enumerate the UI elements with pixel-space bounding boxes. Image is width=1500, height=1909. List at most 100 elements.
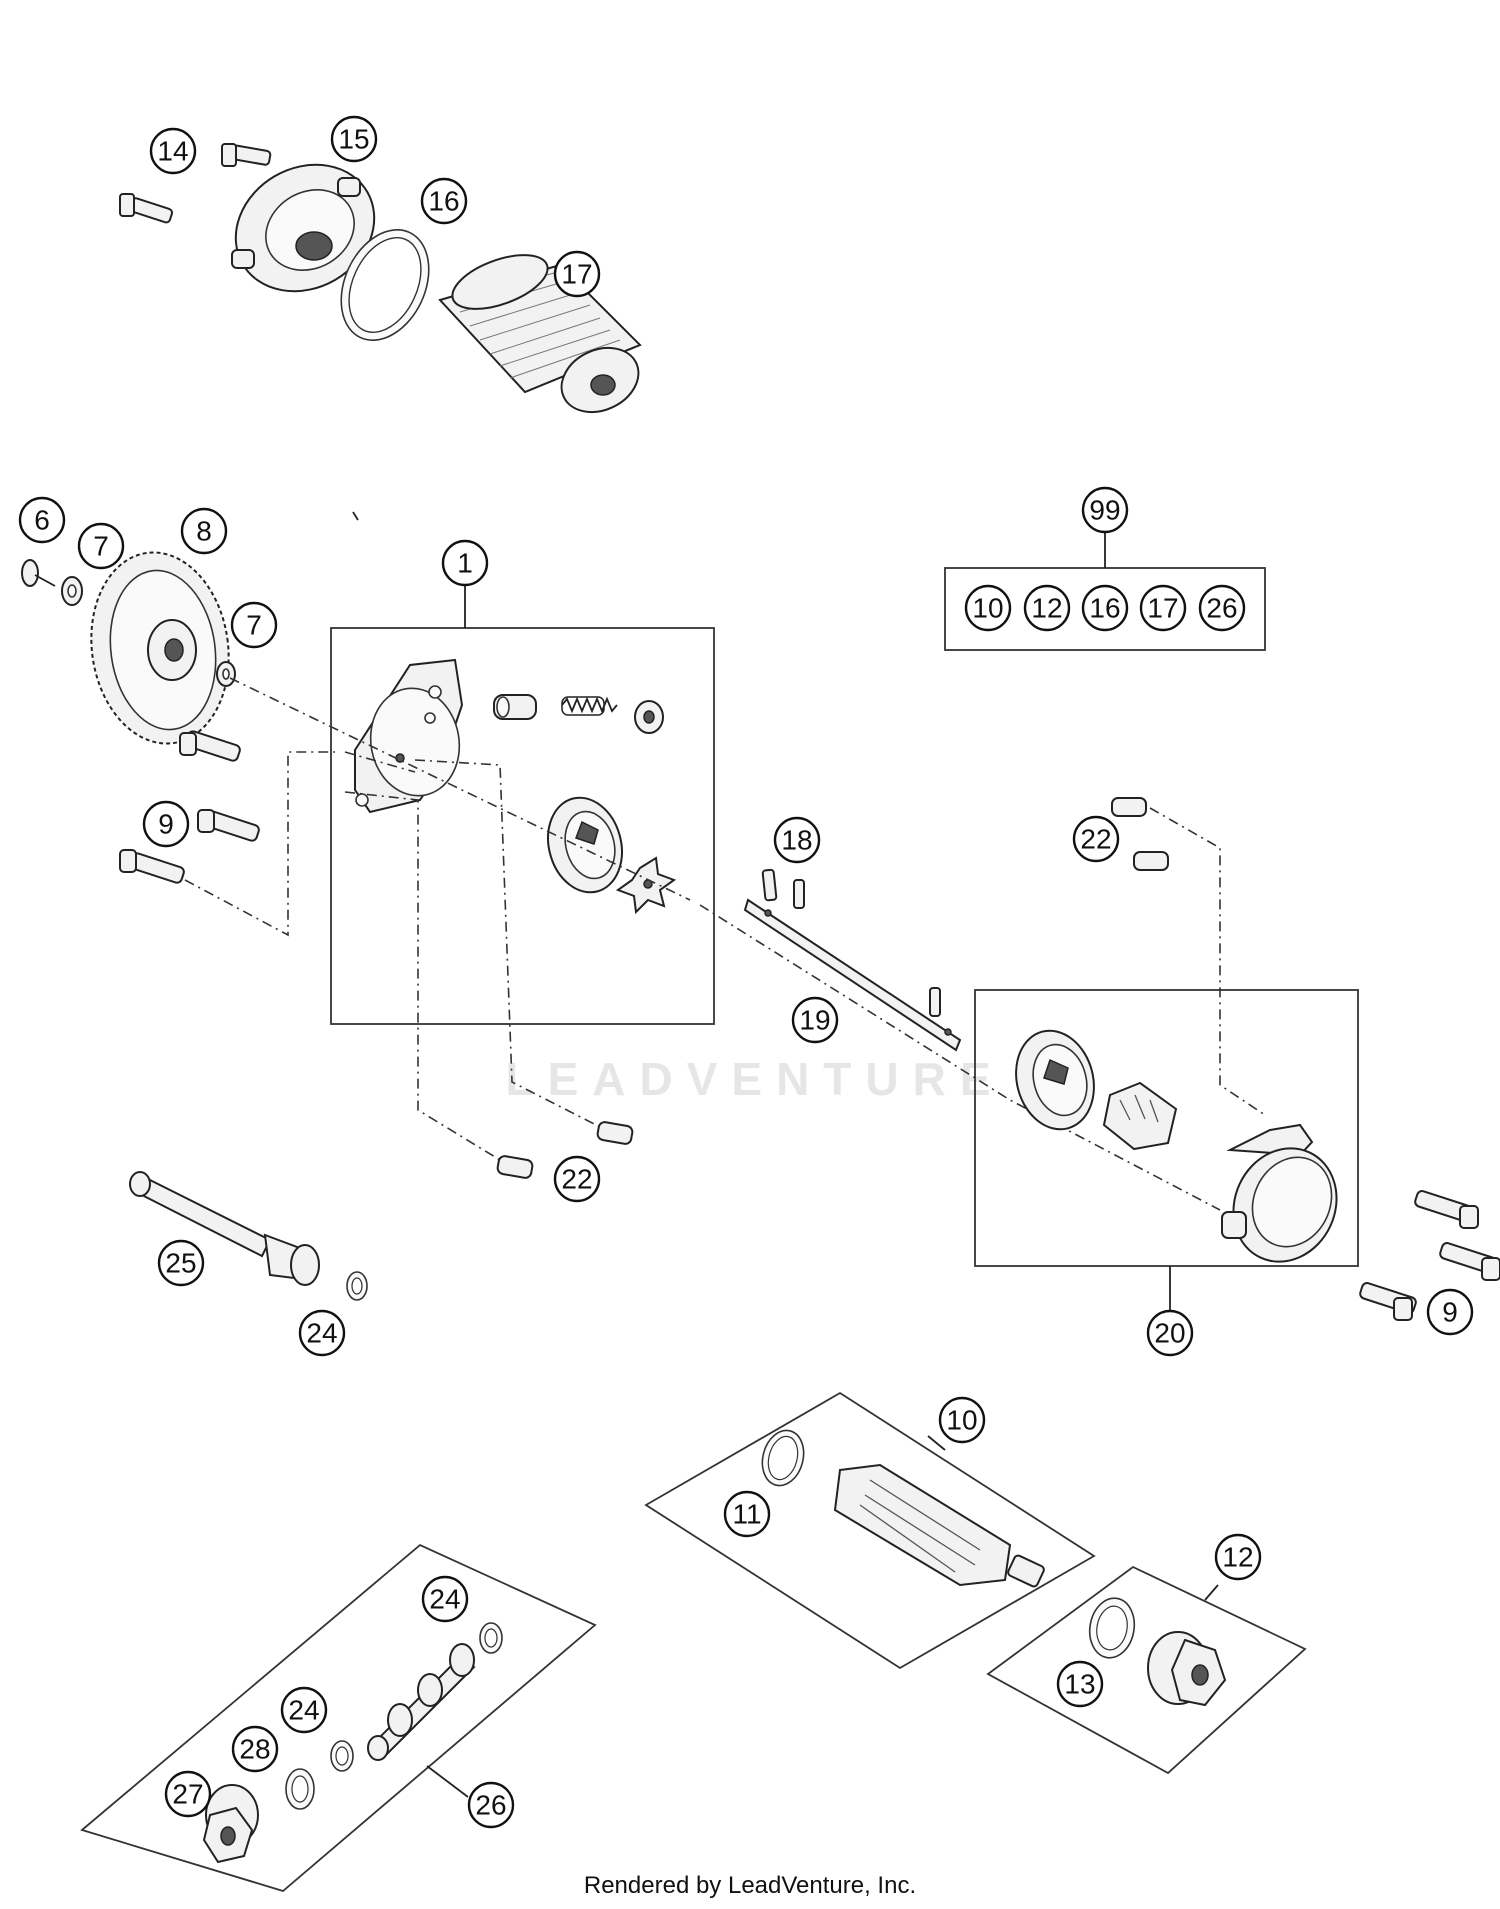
- screw-plug-27: [202, 1784, 259, 1864]
- inner-rotor-lower: [1102, 1081, 1178, 1151]
- svg-text:18: 18: [781, 825, 812, 856]
- callout-18: 18: [773, 816, 821, 864]
- svg-text:22: 22: [1080, 824, 1111, 855]
- assembly-box-20: [974, 989, 1359, 1267]
- svg-text:17: 17: [1147, 593, 1178, 624]
- o-ring-11: [761, 1429, 805, 1487]
- bolts-9-left: [119, 730, 260, 884]
- outer-rotor-lower: [1015, 1029, 1095, 1131]
- dowel-22-c: [596, 1121, 634, 1145]
- svg-text:12: 12: [1222, 1542, 1253, 1573]
- pin-loose: [929, 987, 941, 1017]
- pump-shaft-19: [743, 898, 962, 1052]
- gear-8: [90, 551, 230, 745]
- svg-text:20: 20: [1154, 1318, 1185, 1349]
- callout-28: 28: [231, 1725, 279, 1773]
- bolts-9-right: [1359, 1190, 1500, 1321]
- callout-22-upper-right: 22: [1072, 815, 1120, 863]
- watermark-text: LEADVENTURE: [505, 1053, 1005, 1105]
- callout-16: 16: [420, 177, 468, 225]
- washer-7-left: [61, 576, 83, 606]
- svg-text:13: 13: [1064, 1669, 1095, 1700]
- callout-22-lower: 22: [553, 1155, 601, 1203]
- kit-box-10: [644, 1391, 1096, 1670]
- svg-text:8: 8: [196, 516, 212, 547]
- kit-99-item-12: 12: [1023, 584, 1071, 632]
- svg-text:11: 11: [732, 1499, 761, 1530]
- o-ring-13: [1088, 1597, 1136, 1659]
- pin-18-a: [761, 868, 778, 902]
- callout-11: 11: [723, 1490, 771, 1538]
- svg-text:26: 26: [475, 1790, 506, 1821]
- callout-7-right: 7: [230, 601, 278, 649]
- kit-99-item-26: 26: [1198, 584, 1246, 632]
- svg-text:7: 7: [93, 531, 109, 562]
- svg-text:12: 12: [1031, 593, 1062, 624]
- svg-text:24: 24: [429, 1584, 460, 1615]
- assembly-box-1: [330, 627, 715, 1025]
- bolt-14-lower: [119, 193, 174, 224]
- o-ring-16: [340, 228, 430, 342]
- svg-text:7: 7: [246, 610, 262, 641]
- o-ring-24-kit-upper: [479, 1622, 503, 1654]
- callout-7-left: 7: [77, 522, 125, 570]
- callout-20: 20: [1146, 1309, 1194, 1357]
- svg-text:27: 27: [172, 1779, 203, 1810]
- kit-99-item-10: 10: [964, 584, 1012, 632]
- valve-insert-10: [833, 1463, 1045, 1588]
- dowel-22-d: [496, 1155, 534, 1179]
- callout-1: 1: [441, 539, 489, 587]
- inner-rotor-upper: [615, 856, 677, 915]
- washer-7-right: [216, 661, 236, 687]
- dowel-22-b: [1133, 851, 1169, 871]
- svg-text:19: 19: [799, 1005, 830, 1036]
- svg-text:16: 16: [1089, 593, 1120, 624]
- callout-13: 13: [1056, 1660, 1104, 1708]
- svg-text:10: 10: [972, 593, 1003, 624]
- kit-99-item-16: 16: [1081, 584, 1129, 632]
- callout-8: 8: [180, 507, 228, 555]
- svg-text:24: 24: [306, 1318, 337, 1349]
- relief-valve-piston: [367, 1643, 476, 1761]
- callout-15: 15: [330, 115, 378, 163]
- pump-spring: [561, 696, 618, 716]
- callout-6: 6: [18, 496, 66, 544]
- callout-12: 12: [1214, 1533, 1262, 1581]
- svg-text:24: 24: [288, 1695, 319, 1726]
- svg-text:28: 28: [239, 1734, 270, 1765]
- svg-text:26: 26: [1206, 593, 1237, 624]
- svg-text:16: 16: [428, 186, 459, 217]
- callout-9-left: 9: [142, 800, 190, 848]
- svg-text:9: 9: [158, 809, 174, 840]
- callout-19: 19: [791, 996, 839, 1044]
- kit-99-item-17: 17: [1139, 584, 1187, 632]
- svg-text:1: 1: [457, 548, 473, 579]
- o-ring-24-single: [346, 1271, 368, 1301]
- callout-14: 14: [149, 127, 197, 175]
- callout-24-kit-upper: 24: [421, 1575, 469, 1623]
- callout-27: 27: [164, 1770, 212, 1818]
- callout-9-right: 9: [1426, 1288, 1474, 1336]
- dowel-22-a: [1111, 797, 1147, 817]
- bolt-14-upper: [221, 143, 272, 167]
- render-credit-footer: Rendered by LeadVenture, Inc.: [583, 1872, 917, 1899]
- pump-plug: [634, 700, 664, 734]
- callout-24-kit-lower: 24: [280, 1686, 328, 1734]
- svg-text:99: 99: [1089, 495, 1120, 526]
- callout-17: 17: [553, 250, 601, 298]
- kit-box-26: [80, 1543, 597, 1893]
- svg-text:9: 9: [1442, 1297, 1458, 1328]
- svg-text:22: 22: [561, 1164, 592, 1195]
- callout-10: 10: [938, 1396, 986, 1444]
- svg-text:17: 17: [561, 259, 592, 290]
- seal-ring-28: [285, 1768, 315, 1810]
- circlip-6: [21, 559, 56, 587]
- outer-rotor-upper: [547, 796, 623, 894]
- svg-text:6: 6: [34, 505, 50, 536]
- callout-25: 25: [157, 1239, 205, 1287]
- pump-housing: [354, 658, 464, 814]
- relief-tube-25: [129, 1171, 320, 1286]
- kit-box-12: [986, 1565, 1307, 1775]
- pump-sleeve: [493, 694, 537, 720]
